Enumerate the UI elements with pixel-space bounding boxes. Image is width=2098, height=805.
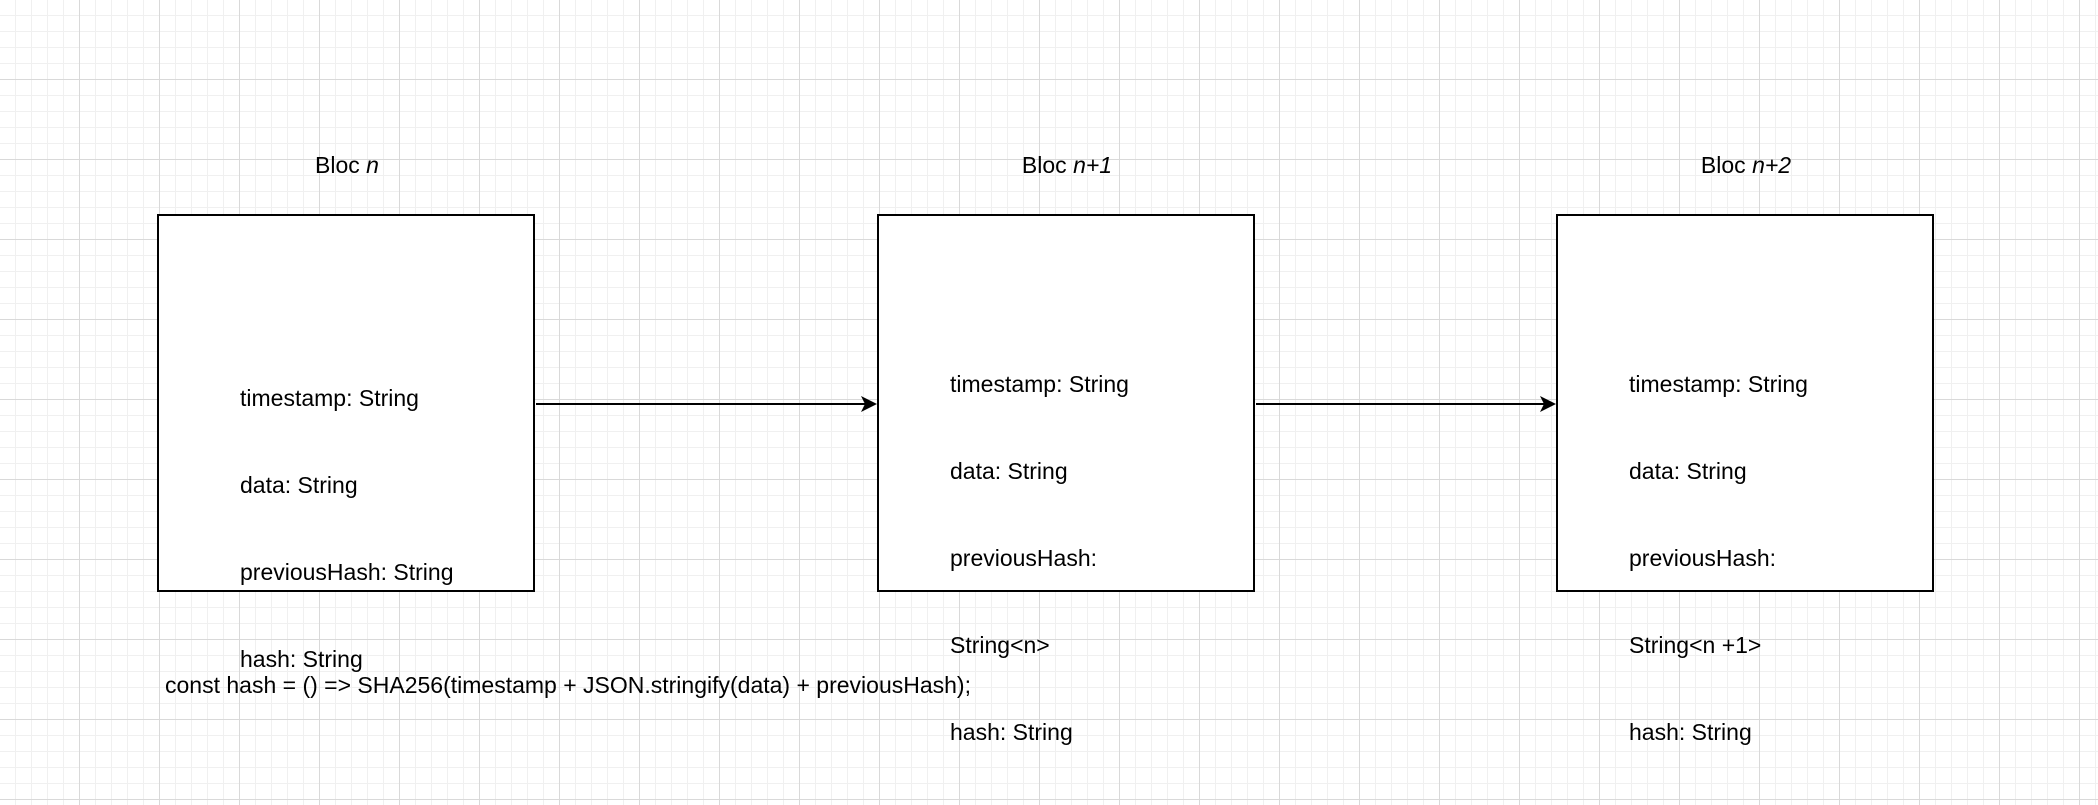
block-n[interactable]: timestamp: String data: String previousH… (157, 214, 535, 672)
block-title-n-plus-1: Bloc n+1 (877, 148, 1257, 182)
block-title-n-plus-2: Bloc n+2 (1556, 148, 1936, 182)
arrowhead-icon (1540, 396, 1556, 412)
field-previous-hash-type: String<n> (950, 632, 1050, 658)
block-n-plus-2[interactable]: timestamp: String data: String previousH… (1556, 214, 1934, 745)
field-hash: hash: String (240, 646, 363, 672)
field-data: data: String (240, 472, 358, 498)
field-hash: hash: String (950, 719, 1073, 745)
field-hash: hash: String (1629, 719, 1752, 745)
arrow-n-to-n-plus-1[interactable] (536, 396, 877, 412)
field-timestamp: timestamp: String (950, 371, 1129, 397)
field-previous-hash-type: String<n +1> (1629, 632, 1762, 658)
block-title-index: n (366, 152, 379, 178)
block-fields: timestamp: String data: String previousH… (240, 326, 454, 732)
field-timestamp: timestamp: String (240, 385, 419, 411)
arrowhead-icon (861, 396, 877, 412)
block-title-index: n+2 (1752, 152, 1792, 178)
block-title-prefix: Bloc (315, 152, 360, 178)
block-n-plus-1[interactable]: timestamp: String data: String previousH… (877, 214, 1255, 745)
block-title-prefix: Bloc (1700, 152, 1746, 178)
arrow-n-plus-1-to-n-plus-2[interactable] (1256, 396, 1556, 412)
hash-code-text[interactable]: const hash = () => SHA256(timestamp + JS… (165, 672, 971, 698)
field-previous-hash: previousHash: String (240, 559, 454, 585)
block-title-prefix: Bloc (1021, 152, 1067, 178)
field-previous-hash-label: previousHash: (950, 545, 1098, 571)
block-fields: timestamp: String data: String previousH… (1629, 312, 1808, 805)
block-title-n: Bloc n (157, 148, 537, 182)
block-title-index: n+1 (1073, 152, 1113, 178)
field-data: data: String (1629, 458, 1747, 484)
field-previous-hash-label: previousHash: (1629, 545, 1777, 571)
block-fields: timestamp: String data: String previousH… (950, 312, 1129, 805)
field-timestamp: timestamp: String (1629, 371, 1808, 397)
field-data: data: String (950, 458, 1068, 484)
